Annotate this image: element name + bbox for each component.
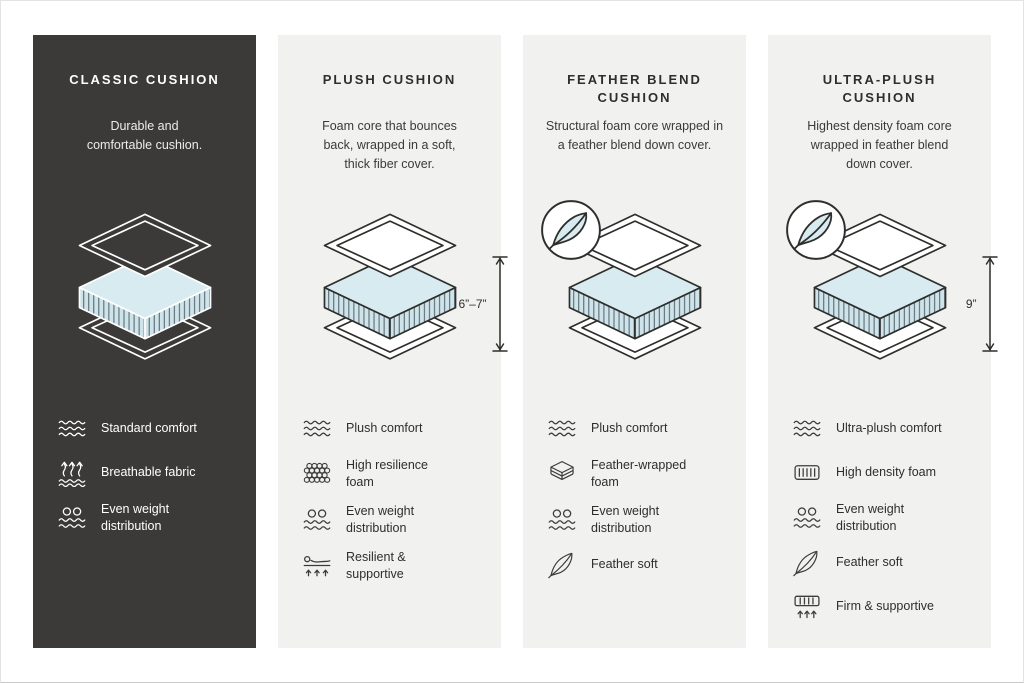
feature-label: Plush comfort (591, 421, 668, 436)
classic-cushion-card: CLASSIC CUSHION Durable and comfortable … (33, 35, 256, 648)
high-density-foam-icon (790, 458, 824, 487)
feature-label: Even weight distribution (101, 502, 170, 533)
feather-wrap-icon (545, 459, 579, 488)
feature-label: Breathable fabric (101, 465, 196, 480)
waves-icon (55, 414, 89, 443)
feature-row: Breathable fabric (55, 457, 238, 488)
feather-icon (785, 199, 846, 260)
plush-cushion-card: PLUSH CUSHION Foam core that bounces bac… (278, 35, 508, 648)
feature-label: Even weight distribution (836, 502, 905, 533)
feather-badge (784, 198, 848, 262)
feature-row: Feather soft (790, 547, 973, 578)
feature-row: Plush comfort (545, 413, 728, 444)
feature-label: Standard comfort (101, 421, 197, 436)
even-weight-icon (55, 503, 89, 532)
feather-icon (790, 548, 824, 577)
feature-row: Even weight distribution (55, 501, 238, 534)
feature-row: High density foam (790, 457, 973, 488)
feature-row: Ultra-plush comfort (790, 413, 973, 444)
measurement-label: 9” (965, 296, 977, 311)
card-description: Highest density foam core wrapped in fea… (807, 119, 952, 171)
feature-row: Even weight distribution (790, 501, 973, 534)
feature-row: Even weight distribution (300, 503, 483, 536)
feature-list: Standard comfort Breathable fabric Even … (51, 413, 238, 534)
firm-support-icon (790, 592, 824, 621)
cushion-layers-icon (306, 210, 474, 375)
cushion-illustration: 6”–7” (296, 189, 508, 395)
card-description: Durable and comfortable cushion. (86, 119, 203, 152)
breathable-fabric-icon (55, 458, 89, 487)
cushion-illustration (51, 189, 238, 395)
feature-label: Feather-wrapped foam (591, 458, 687, 489)
card-description: Foam core that bounces back, wrapped in … (322, 119, 457, 171)
feature-label: Even weight distribution (346, 504, 415, 535)
feature-label: Even weight distribution (591, 504, 660, 535)
cushion-layers-icon (61, 210, 229, 375)
feature-row: Feather-wrapped foam (545, 457, 728, 490)
feature-row: Resilient & supportive (300, 549, 483, 582)
feature-row: Feather soft (545, 549, 728, 580)
measurement-line-icon (981, 255, 998, 352)
feature-list: Plush comfort High resilience foam Even … (296, 413, 483, 582)
card-title: ULTRA-PLUSH CUSHION (822, 72, 937, 105)
feature-label: Ultra-plush comfort (836, 421, 942, 436)
card-title: PLUSH CUSHION (322, 72, 457, 87)
feather-blend-cushion-card: FEATHER BLEND CUSHION Structural foam co… (523, 35, 746, 648)
card-title: FEATHER BLEND CUSHION (567, 72, 702, 105)
ultra-plush-cushion-card: ULTRA-PLUSH CUSHION Highest density foam… (768, 35, 998, 648)
feature-label: High resilience foam (346, 458, 428, 489)
waves-icon (545, 414, 579, 443)
feature-label: Resilient & supportive (346, 550, 406, 581)
feature-label: High density foam (836, 465, 937, 480)
feature-row: High resilience foam (300, 457, 483, 490)
feather-icon (540, 199, 601, 260)
feature-list: Plush comfort Feather-wrapped foam Even … (541, 413, 728, 580)
even-weight-icon (545, 505, 579, 534)
feature-label: Firm & supportive (836, 599, 934, 614)
feature-label: Feather soft (836, 555, 903, 570)
feather-badge (539, 198, 603, 262)
measurement-line-icon (491, 255, 508, 352)
cushion-illustration: 9” (784, 189, 998, 395)
resilient-support-icon (300, 551, 334, 580)
even-weight-icon (790, 503, 824, 532)
height-measurement: 6”–7” (458, 255, 508, 352)
feather-icon (545, 550, 579, 579)
feature-label: Plush comfort (346, 421, 423, 436)
waves-icon (790, 414, 824, 443)
feature-row: Standard comfort (55, 413, 238, 444)
card-description: Structural foam core wrapped in a feathe… (545, 119, 724, 152)
feature-label: Feather soft (591, 557, 658, 572)
even-weight-icon (300, 505, 334, 534)
feature-row: Firm & supportive (790, 591, 973, 622)
feature-row: Plush comfort (300, 413, 483, 444)
feature-list: Ultra-plush comfort High density foam Ev… (786, 413, 973, 622)
waves-icon (300, 414, 334, 443)
cushion-comparison-row: CLASSIC CUSHION Durable and comfortable … (33, 35, 998, 648)
height-measurement: 9” (965, 255, 998, 352)
foam-bubbles-icon (300, 459, 334, 488)
card-title: CLASSIC CUSHION (69, 72, 220, 87)
cushion-illustration (539, 189, 728, 395)
feature-row: Even weight distribution (545, 503, 728, 536)
measurement-label: 6”–7” (458, 296, 487, 311)
